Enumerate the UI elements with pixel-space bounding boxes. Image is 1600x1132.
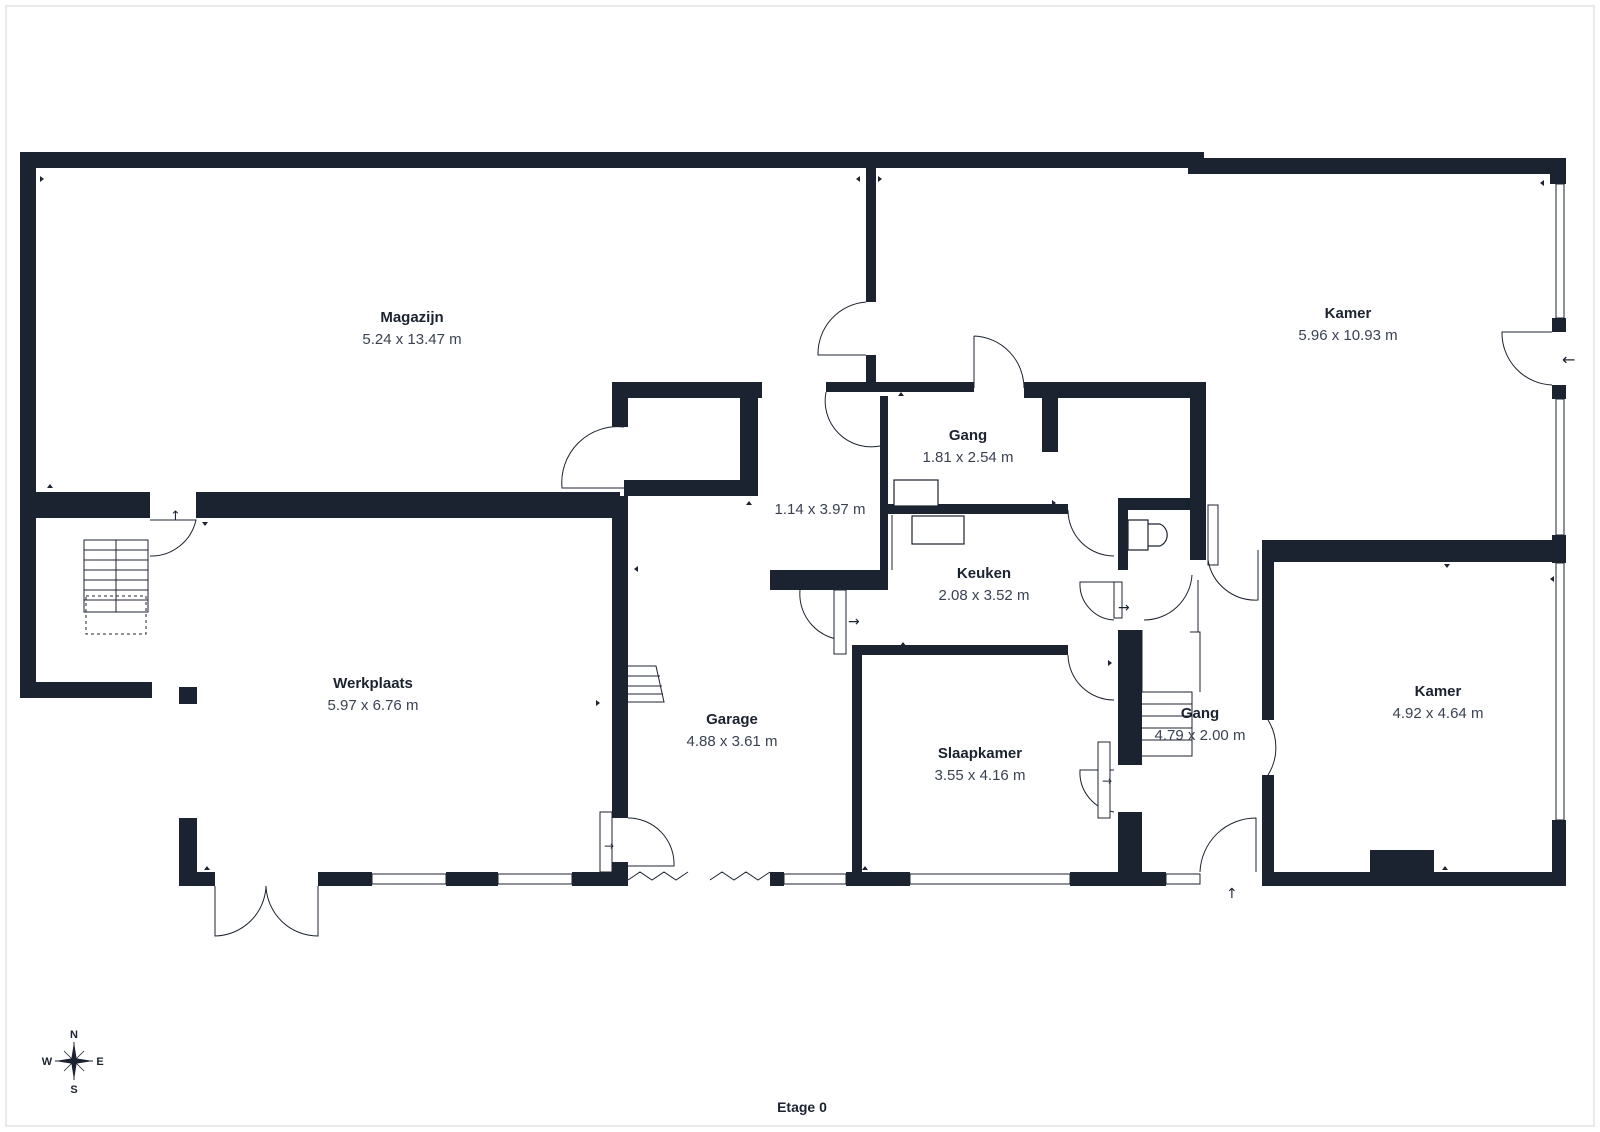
compass-east-label: E (96, 1056, 103, 1068)
compass-west-label: W (42, 1056, 53, 1068)
room-dims-magazijn: 5.24 x 13.47 m (362, 331, 461, 348)
markers: ↑ ← ↑ → → → → (40, 175, 1575, 902)
room-labels: Magazijn 5.24 x 13.47 m Kamer 5.96 x 10.… (328, 305, 1484, 784)
doors (149, 301, 1553, 937)
walls (20, 152, 1566, 886)
room-name-garage: Garage (706, 711, 758, 728)
room-name-gang-top: Gang (949, 427, 987, 444)
room-name-kamer-top: Kamer (1325, 305, 1372, 322)
svg-text:↑: ↑ (1226, 886, 1238, 902)
room-name-magazijn: Magazijn (380, 309, 443, 326)
svg-text:→: → (1118, 600, 1130, 616)
page-frame (5, 5, 1595, 1127)
room-dims-gang-top: 1.81 x 2.54 m (923, 449, 1014, 466)
compass-rose: N S W E (42, 1029, 104, 1096)
room-name-keuken: Keuken (957, 565, 1011, 582)
svg-text:→: → (1102, 774, 1112, 788)
room-dims-kamer-top: 5.96 x 10.93 m (1298, 327, 1397, 344)
room-dims-slaapkamer: 3.55 x 4.16 m (935, 767, 1026, 784)
compass-south-label: S (70, 1084, 77, 1096)
svg-text:→: → (604, 839, 614, 853)
svg-text:→: → (848, 614, 860, 630)
windows (371, 183, 1565, 885)
room-name-gang-bottom: Gang (1181, 705, 1219, 722)
compass-north-label: N (70, 1029, 78, 1041)
floor-label: Etage 0 (777, 1099, 827, 1115)
room-dims-werkplaats: 5.97 x 6.76 m (328, 697, 419, 714)
room-name-kamer-bottom: Kamer (1415, 683, 1462, 700)
room-name-slaapkamer: Slaapkamer (938, 745, 1022, 762)
fixtures (885, 479, 1168, 570)
stairs (83, 539, 1201, 757)
room-dims-unnamed: 1.14 x 3.97 m (775, 501, 866, 518)
room-dims-garage: 4.88 x 3.61 m (687, 733, 778, 750)
svg-text:←: ← (1562, 350, 1575, 369)
room-dims-keuken: 2.08 x 3.52 m (939, 587, 1030, 604)
room-name-werkplaats: Werkplaats (333, 675, 413, 692)
room-dims-gang-bottom: 4.79 x 2.00 m (1155, 727, 1246, 744)
svg-text:↑: ↑ (170, 509, 181, 524)
room-dims-kamer-bottom: 4.92 x 4.64 m (1393, 705, 1484, 722)
